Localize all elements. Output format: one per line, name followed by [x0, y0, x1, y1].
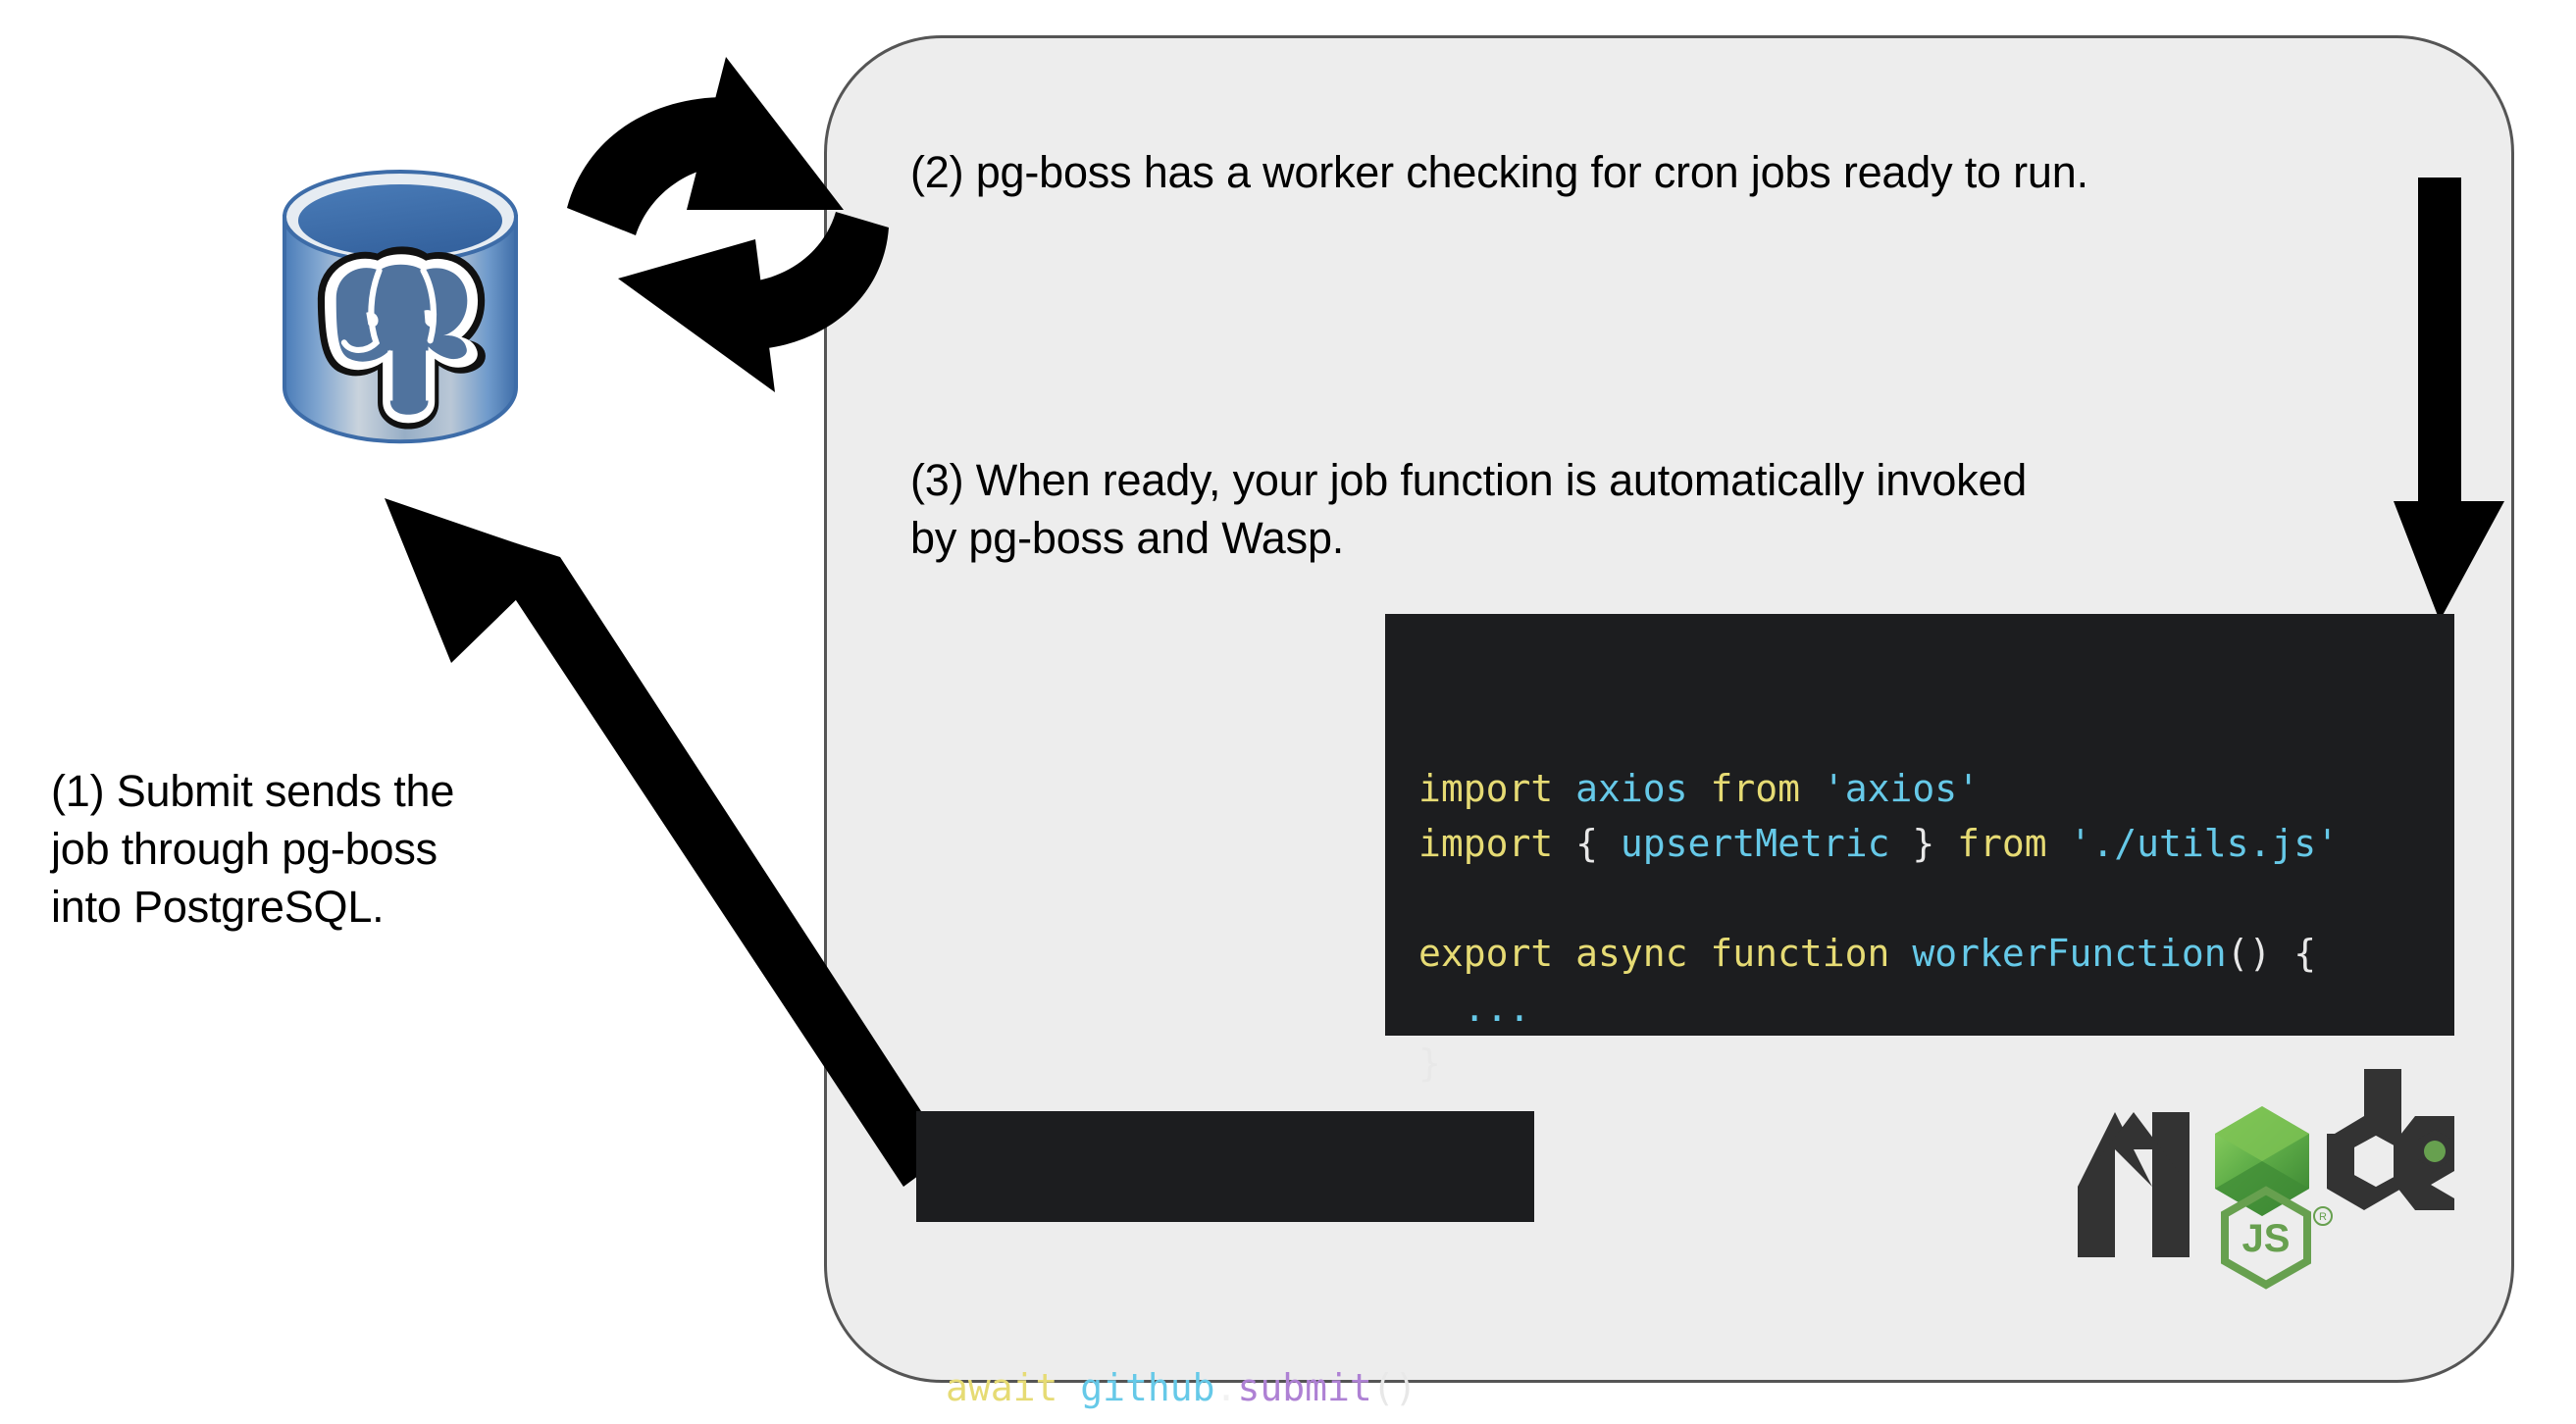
caption-step-2: (2) pg-boss has a worker checking for cr… — [910, 147, 2088, 197]
svg-text:R: R — [2319, 1211, 2327, 1223]
worker-code-block: import axios from 'axios' import { upser… — [1385, 614, 2454, 1085]
caption-step-1: (1) Submit sends the job through pg-boss… — [51, 766, 455, 932]
nodejs-logo: JS R — [2070, 1061, 2462, 1295]
submit-code-block: await github.submit() — [916, 1111, 1534, 1409]
postgresql-logo — [257, 160, 543, 446]
svg-text:JS: JS — [2242, 1217, 2291, 1260]
submit-code-text: await github.submit() — [946, 1366, 1417, 1409]
worker-code-text: import axios from 'axios' import { upser… — [1418, 767, 2340, 1085]
caption-step-3: (3) When ready, your job function is aut… — [910, 455, 2028, 563]
